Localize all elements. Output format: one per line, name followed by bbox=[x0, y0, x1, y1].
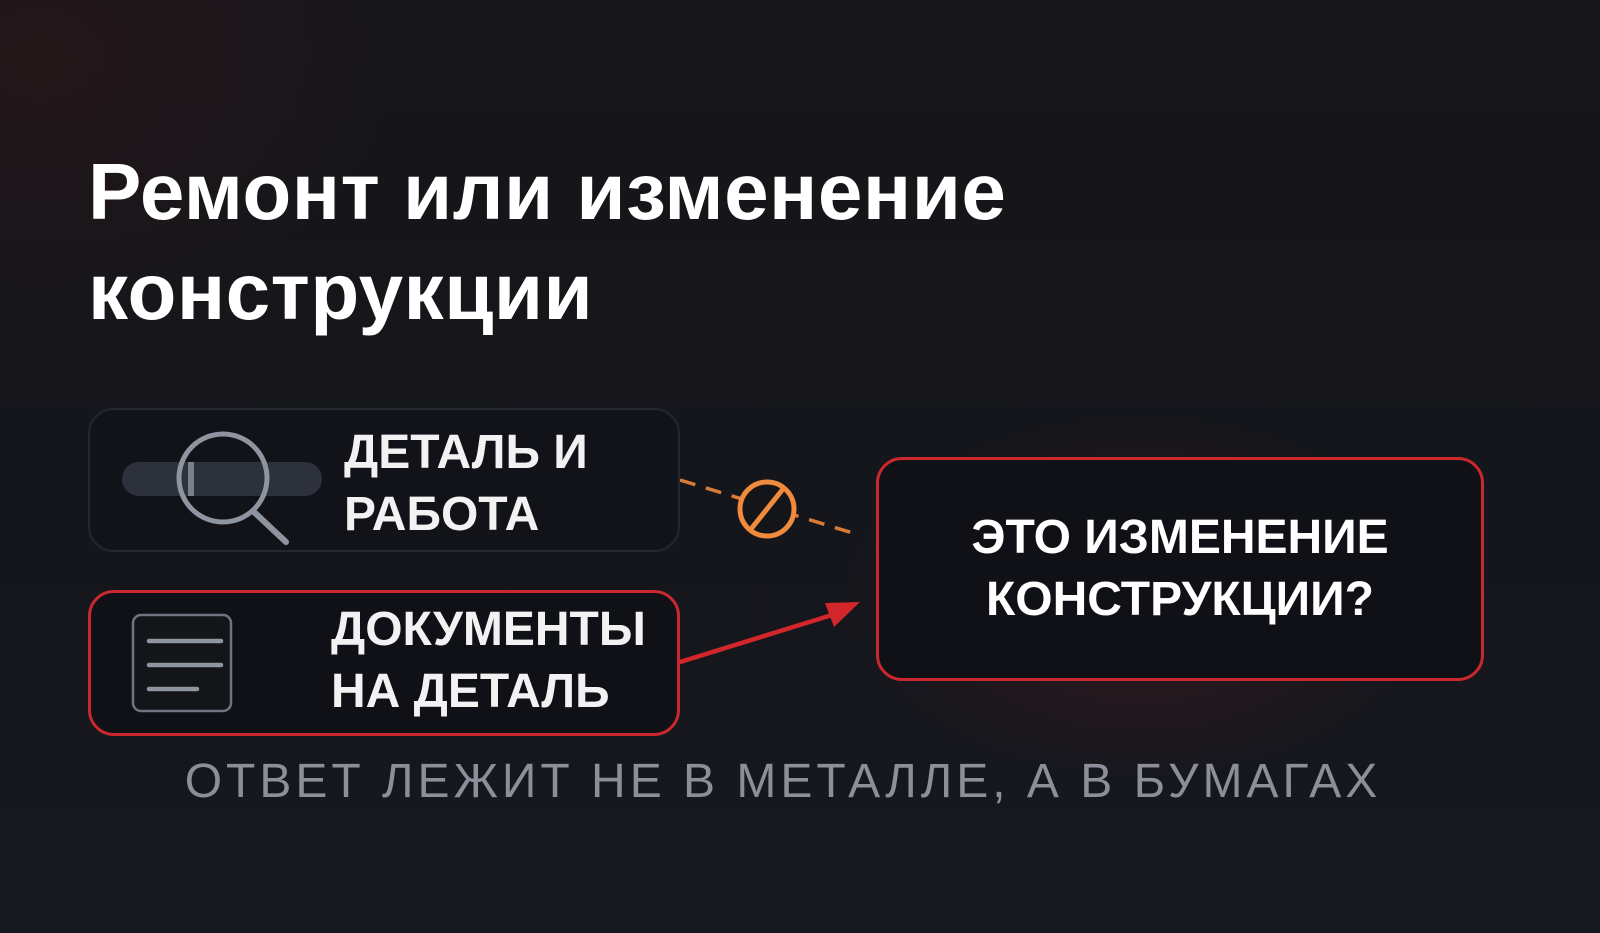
part-documents-box: ДОКУМЕНТЫ НА ДЕТАЛЬ bbox=[88, 590, 680, 736]
title-line-1: Ремонт или изменение bbox=[88, 147, 1007, 236]
document-icon bbox=[131, 613, 233, 713]
magnifier-over-part-icon bbox=[122, 431, 322, 545]
red-arrow bbox=[677, 602, 860, 665]
part-and-work-line-1: ДЕТАЛЬ И bbox=[344, 426, 588, 479]
part-documents-line-1: ДОКУМЕНТЫ bbox=[331, 603, 646, 656]
part-documents-line-2: НА ДЕТАЛЬ bbox=[331, 665, 610, 718]
question-line-2: КОНСТРУКЦИИ? bbox=[985, 573, 1374, 626]
design-change-question-box: ЭТО ИЗМЕНЕНИЕ КОНСТРУКЦИИ? bbox=[876, 457, 1484, 681]
part-and-work-line-2: РАБОТА bbox=[344, 488, 540, 541]
prohibited-icon bbox=[737, 479, 797, 539]
part-documents-label: ДОКУМЕНТЫ НА ДЕТАЛЬ bbox=[331, 599, 646, 723]
title-line-2: конструкции bbox=[88, 247, 594, 336]
page-title: Ремонт или изменение конструкции bbox=[88, 142, 1188, 342]
question-label: ЭТО ИЗМЕНЕНИЕ КОНСТРУКЦИИ? bbox=[971, 507, 1388, 631]
caption: ОТВЕТ ЛЕЖИТ НЕ В МЕТАЛЛЕ, А В БУМАГАХ bbox=[184, 755, 1382, 808]
question-line-1: ЭТО ИЗМЕНЕНИЕ bbox=[971, 511, 1389, 564]
part-and-work-box: ДЕТАЛЬ И РАБОТА bbox=[88, 408, 680, 552]
part-and-work-label: ДЕТАЛЬ И РАБОТА bbox=[344, 422, 588, 546]
